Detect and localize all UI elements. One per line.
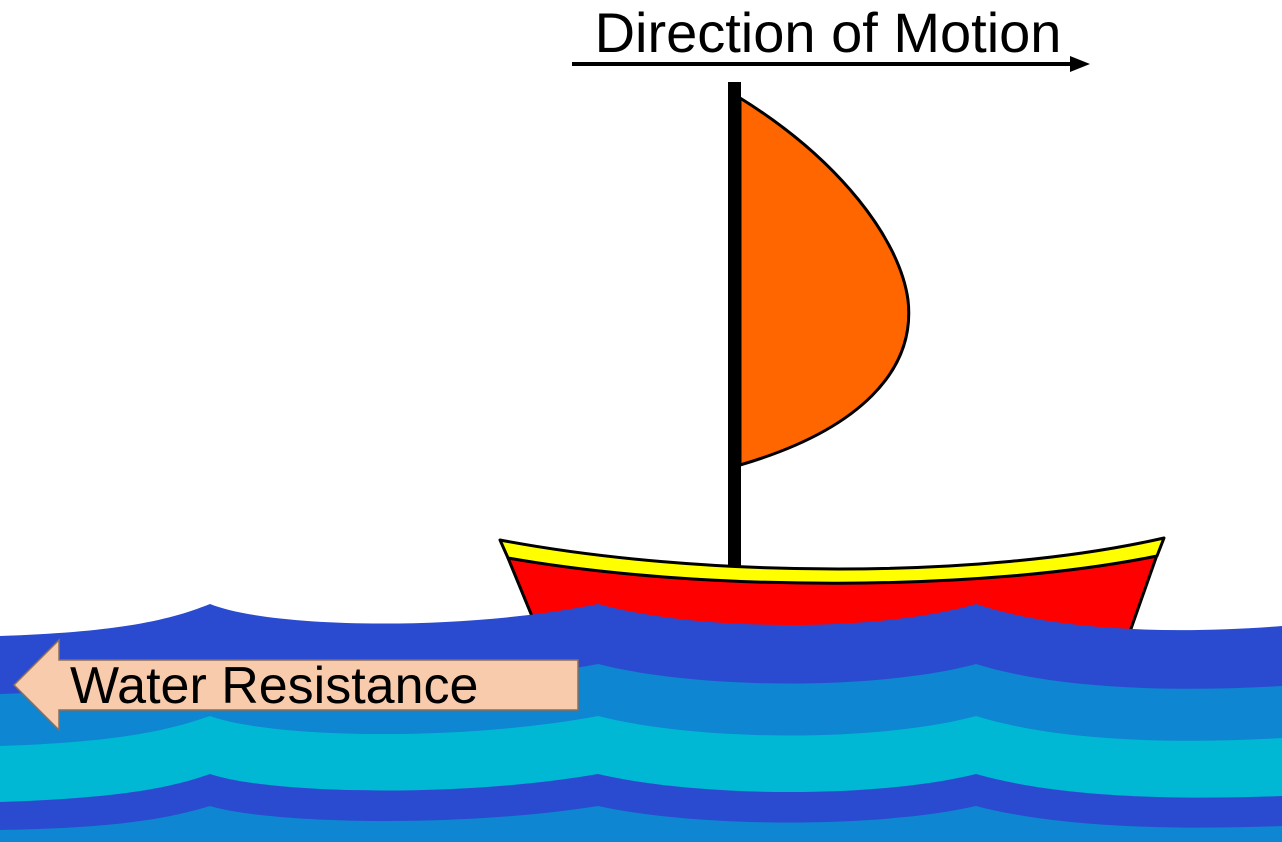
water-resistance-label: Water Resistance (70, 657, 478, 715)
direction-of-motion-label: Direction of Motion (595, 1, 1062, 64)
sail (738, 96, 911, 467)
hull-trim (498, 536, 1166, 585)
water-resistance-arrow-icon (12, 638, 579, 732)
water-waves (0, 604, 1282, 842)
motion-arrow-icon (572, 56, 1090, 72)
mast (728, 82, 741, 582)
